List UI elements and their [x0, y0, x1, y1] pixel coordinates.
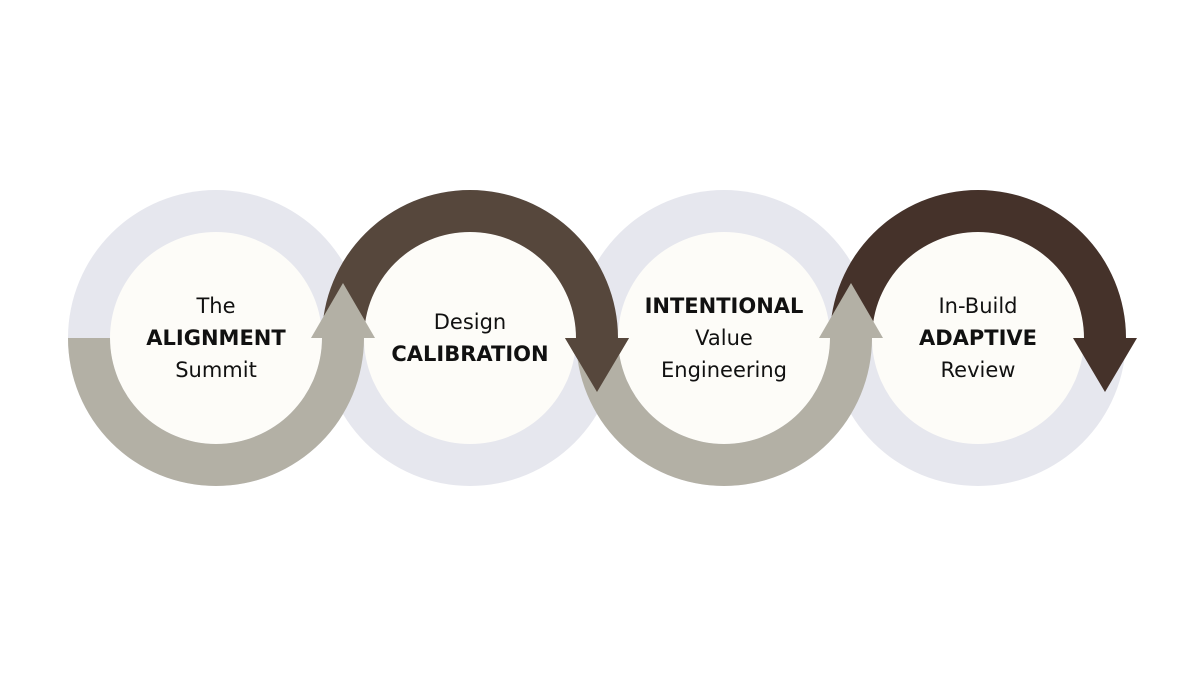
inner-circle-3 [618, 232, 830, 444]
inner-circle-2 [364, 232, 576, 444]
step-title-emphasis: INTENTIONAL [644, 294, 804, 318]
step-title-text: Engineering [661, 358, 787, 382]
step-title-emphasis: ALIGNMENT [146, 326, 286, 350]
step-title-text: In-Build [938, 294, 1018, 318]
inner-circle-4 [872, 232, 1084, 444]
step-title-text: The [196, 294, 236, 318]
arrow-up-icon-1 [311, 283, 375, 338]
step-title-emphasis: ADAPTIVE [918, 326, 1038, 350]
cycle-arc-3 [576, 338, 872, 486]
inner-circle-1 [110, 232, 322, 444]
step-title-text: Review [940, 358, 1016, 382]
step-title-text: Design [433, 310, 507, 334]
step-title-text: Value [695, 326, 753, 350]
cycle-arc-4 [830, 190, 1126, 338]
cycle-arc-2 [322, 190, 618, 338]
arrow-down-icon-4 [1073, 338, 1137, 392]
arrow-up-icon-3 [819, 283, 883, 338]
step-title-emphasis: CALIBRATION [391, 342, 549, 366]
cycle-arc-1 [68, 338, 364, 486]
arrow-down-icon-overlay-2 [565, 338, 629, 392]
step-title-text: Summit [175, 358, 257, 382]
